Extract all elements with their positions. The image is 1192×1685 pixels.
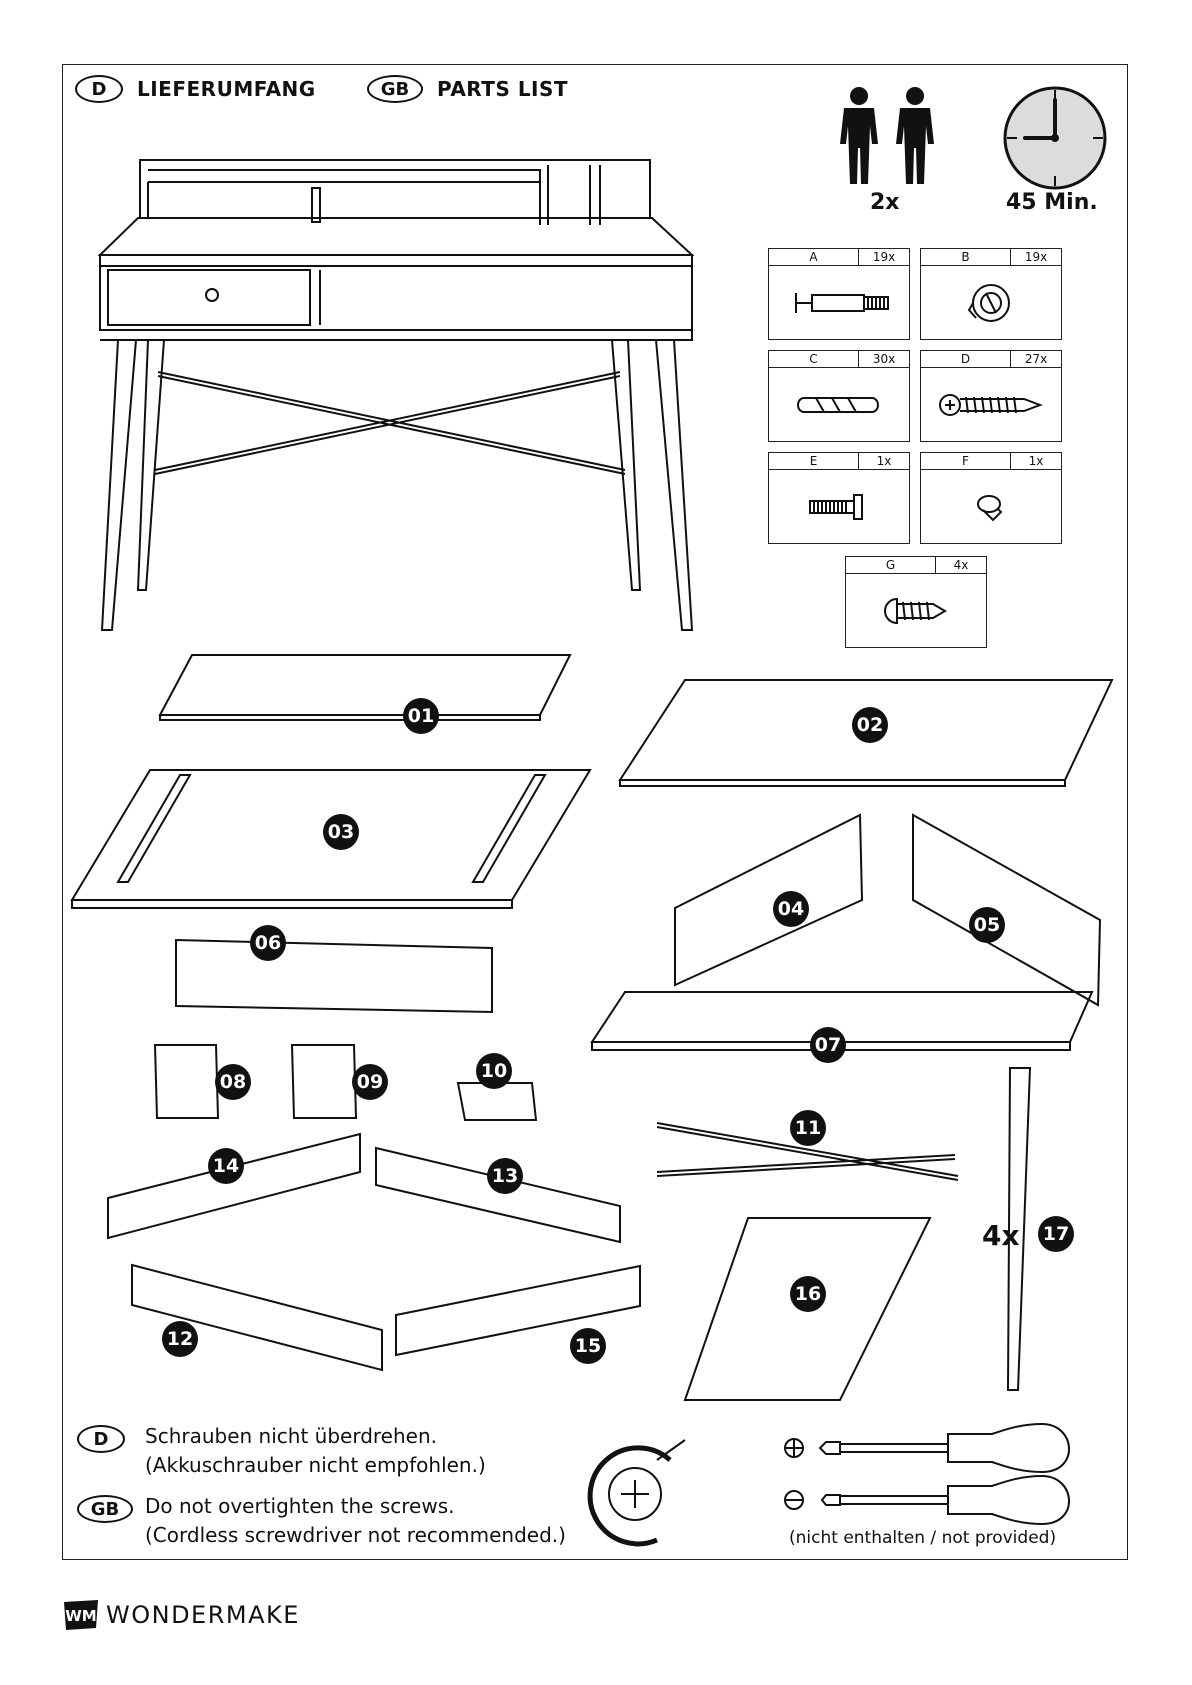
part-number: 15 <box>570 1328 606 1364</box>
part-number: 14 <box>208 1148 244 1184</box>
drawer-knob-icon <box>977 494 1003 521</box>
note-badge-de: D <box>77 1425 125 1453</box>
part-number: 11 <box>790 1110 826 1146</box>
part-number: 10 <box>476 1053 512 1089</box>
part-number: 13 <box>487 1158 523 1194</box>
part-number: 08 <box>215 1064 251 1100</box>
part-number: 17 <box>1038 1216 1074 1252</box>
part-number: 01 <box>403 698 439 734</box>
hardware-box-a: A 19x <box>768 248 910 340</box>
note-gb: Do not overtighten the screws. (Cordless… <box>145 1492 566 1550</box>
part-number: 09 <box>352 1064 388 1100</box>
part-number: 04 <box>773 891 809 927</box>
hardware-letter: C <box>769 351 859 367</box>
part-number: 07 <box>810 1027 846 1063</box>
flathead-screwdriver-icon <box>780 1474 1080 1534</box>
part-number: 02 <box>852 707 888 743</box>
leg-count: 4x <box>982 1219 1020 1252</box>
hardware-letter: E <box>769 453 859 469</box>
hardware-letter: D <box>921 351 1011 367</box>
hardware-qty: 19x <box>1024 250 1048 264</box>
header-de: D LIEFERUMFANG <box>75 74 316 104</box>
hardware-letter: F <box>921 453 1011 469</box>
note-de-line2: (Akkuschrauber nicht empfohlen.) <box>145 1453 486 1477</box>
logo-text: WM <box>65 1607 96 1625</box>
panels-illustration <box>80 650 1120 1400</box>
lang-badge-de: D <box>75 75 123 103</box>
hardware-box-e: E 1x <box>768 452 910 544</box>
hardware-qty: 19x <box>872 250 896 264</box>
hardware-box-b: B 19x <box>920 248 1062 340</box>
part-number: 16 <box>790 1276 826 1312</box>
hardware-box-d: D 27x <box>920 350 1062 442</box>
two-persons-icon <box>840 87 934 184</box>
cam-bolt-icon <box>795 292 889 313</box>
hardware-box-c: C 30x <box>768 350 910 442</box>
part-number: 03 <box>323 814 359 850</box>
tools-not-provided-note: (nicht enthalten / not provided) <box>789 1528 1057 1548</box>
torque-warning-icon <box>585 1440 685 1550</box>
cam-lock-icon <box>967 283 1010 322</box>
manual-frame <box>62 64 1128 1560</box>
hardware-letter: B <box>921 249 1011 265</box>
brand: WM WONDERMAKE <box>62 1598 300 1632</box>
hardware-qty: 30x <box>872 352 896 366</box>
desk-illustration <box>100 140 700 640</box>
hardware-qty: 1x <box>876 454 892 468</box>
assembly-time: 45 Min. <box>1006 190 1098 215</box>
wood-screw-icon <box>939 393 1043 416</box>
wondermake-logo-icon: WM <box>64 1600 98 1630</box>
wooden-dowel-icon <box>797 396 879 413</box>
hardware-box-g: G 4x <box>845 556 987 648</box>
note-gb-line2: (Cordless screwdriver not recommended.) <box>145 1523 566 1547</box>
hardware-qty: 27x <box>1024 352 1048 366</box>
hardware-qty: 1x <box>1028 454 1044 468</box>
parts-list-title-de: LIEFERUMFANG <box>137 77 316 101</box>
note-badge-gb: GB <box>77 1495 133 1523</box>
clock-icon <box>1003 86 1107 190</box>
phillips-screwdriver-icon <box>780 1420 1080 1480</box>
hardware-letter: G <box>846 557 936 573</box>
persons-count: 2x <box>870 190 900 215</box>
lang-badge-gb: GB <box>367 75 423 103</box>
part-number: 12 <box>162 1321 198 1357</box>
header-gb: GB PARTS LIST <box>367 74 568 104</box>
machine-screw-icon <box>809 493 863 520</box>
hardware-letter: A <box>769 249 859 265</box>
part-number: 06 <box>250 925 286 961</box>
hardware-qty: 4x <box>953 558 969 572</box>
brand-name: WONDERMAKE <box>106 1601 300 1629</box>
note-de-line1: Schrauben nicht überdrehen. <box>145 1424 438 1448</box>
note-gb-line1: Do not overtighten the screws. <box>145 1494 455 1518</box>
short-screw-icon <box>884 597 947 624</box>
hardware-box-f: F 1x <box>920 452 1062 544</box>
parts-list-title-gb: PARTS LIST <box>437 77 569 101</box>
note-de: Schrauben nicht überdrehen. (Akkuschraub… <box>145 1422 486 1480</box>
part-number: 05 <box>969 907 1005 943</box>
